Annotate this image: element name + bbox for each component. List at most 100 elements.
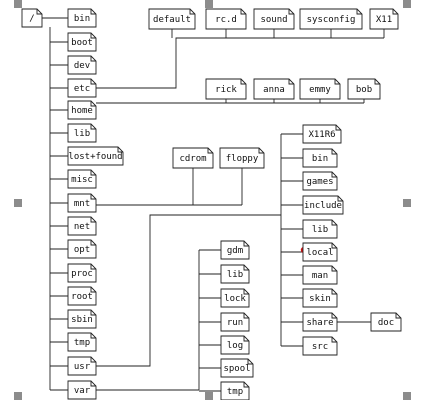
node-fold: [90, 194, 96, 200]
node-label: sysconfig: [307, 15, 356, 25]
node-label: local: [306, 248, 333, 258]
node-box: [302, 312, 338, 332]
node-box: [67, 309, 97, 329]
etc-connector: [96, 37, 384, 89]
node-label: tmp: [74, 338, 90, 348]
node-label: sbin: [71, 315, 93, 325]
node-label: include: [304, 201, 342, 211]
node-box: [220, 335, 250, 355]
selection-handle[interactable]: [205, 0, 213, 8]
node-label: var: [74, 386, 91, 396]
node-label: home: [71, 106, 93, 116]
usr-connector: [96, 214, 281, 367]
node-box: [67, 193, 97, 213]
node-label: boot: [71, 38, 93, 48]
node-label: bin: [312, 154, 328, 164]
node-games: games: [302, 171, 338, 191]
node-fold: [331, 289, 337, 295]
node-tmp: tmp: [67, 332, 97, 352]
node-fold: [395, 313, 401, 319]
node-fold: [90, 287, 96, 293]
node-box: [302, 265, 338, 285]
selection-handle[interactable]: [403, 392, 411, 400]
node-usr-bin: bin: [302, 148, 338, 168]
node-fold: [356, 9, 362, 15]
selection-handle[interactable]: [14, 199, 22, 207]
node-label: rc.d: [215, 15, 237, 25]
node-box: [302, 148, 338, 168]
selection-handle[interactable]: [14, 0, 22, 8]
node-label: doc: [378, 318, 394, 328]
node-gdm: gdm: [220, 240, 250, 260]
selection-handle[interactable]: [14, 392, 22, 400]
selection-handle[interactable]: [205, 392, 213, 400]
node-x11r6: X11R6: [302, 124, 342, 144]
node-sound: sound: [253, 8, 295, 30]
node-box: [67, 286, 97, 306]
node-label: games: [306, 177, 333, 187]
node-sysconfig: sysconfig: [299, 8, 363, 30]
node-fold: [90, 56, 96, 62]
node-lost-found: lost+found: [67, 146, 124, 166]
node-default: default: [148, 8, 196, 30]
node-box: [67, 356, 97, 376]
node-opt: opt: [67, 239, 97, 259]
node-bob: bob: [347, 78, 381, 100]
node-label: cdrom: [179, 154, 206, 164]
node-fold: [331, 149, 337, 155]
node-label: etc: [74, 84, 90, 94]
node-label: proc: [71, 269, 93, 279]
selection-handle[interactable]: [403, 199, 411, 207]
node-label: X11: [376, 15, 392, 25]
node-box: [220, 312, 250, 332]
node-fold: [90, 217, 96, 223]
node-bin: bin: [67, 8, 97, 28]
node-label: X11R6: [308, 130, 335, 140]
node-anna: anna: [253, 78, 295, 100]
node-box: [302, 219, 338, 239]
node-label: bob: [356, 85, 372, 95]
node-label: default: [153, 15, 191, 25]
node-label: share: [306, 318, 333, 328]
node-box: [148, 8, 196, 30]
node-fold: [90, 333, 96, 339]
node-box: [67, 123, 97, 143]
node-include: include: [302, 195, 344, 215]
node-fold: [374, 79, 380, 85]
node-box: [370, 312, 402, 332]
node-box: [369, 8, 399, 30]
node-label: rick: [215, 85, 237, 95]
node-run: run: [220, 312, 250, 332]
node-fold: [90, 101, 96, 107]
node-label: /: [29, 14, 34, 24]
node-var-tmp: tmp: [220, 381, 250, 400]
node-label: bin: [74, 14, 90, 24]
node-label: emmy: [309, 85, 331, 95]
node-fold: [243, 336, 249, 342]
node-var: var: [67, 380, 97, 400]
node-dev: dev: [67, 55, 97, 75]
node-local: local: [302, 242, 338, 262]
node-label: floppy: [226, 154, 259, 164]
node-label: anna: [263, 85, 285, 95]
node-box: [220, 358, 254, 378]
node-fold: [90, 310, 96, 316]
node-net: net: [67, 216, 97, 236]
node-share: share: [302, 312, 338, 332]
node-box: [299, 78, 341, 100]
node-fold: [331, 313, 337, 319]
node-x11-etc: X11: [369, 8, 399, 30]
node-box: [347, 78, 381, 100]
node-fold: [117, 147, 123, 153]
node-box: [302, 242, 338, 262]
node-lib: lib: [67, 123, 97, 143]
node-label: man: [312, 271, 328, 281]
node-fold: [258, 148, 264, 154]
selection-handle[interactable]: [403, 0, 411, 8]
node-src: src: [302, 336, 338, 356]
node-box: [67, 216, 97, 236]
node-fold: [90, 79, 96, 85]
node-fold: [331, 337, 337, 343]
node-box: [302, 288, 338, 308]
